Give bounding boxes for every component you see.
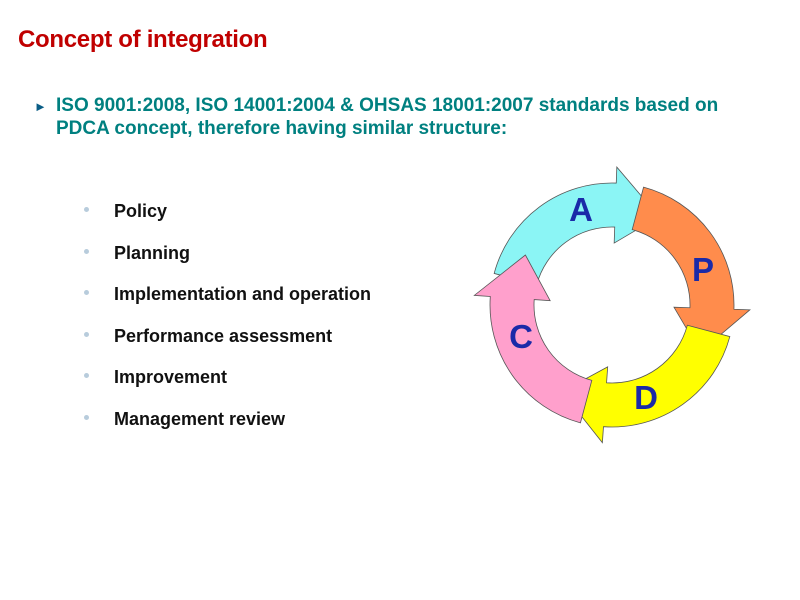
pdca-cycle-diagram: A P D C xyxy=(473,166,751,444)
list-item-label: Improvement xyxy=(114,367,228,387)
pdca-label-check: C xyxy=(509,318,533,355)
bullet-dot-icon xyxy=(84,331,89,337)
list-item-label: Performance assessment xyxy=(114,325,333,346)
list-item-label: Management review xyxy=(114,408,286,429)
bullet-dot-icon xyxy=(84,248,89,254)
pdca-arrow-check xyxy=(473,254,593,424)
list-item-label: Implementation and operation xyxy=(114,284,372,304)
pdca-arrow-act xyxy=(493,166,660,286)
bullet-dot-icon xyxy=(84,207,89,212)
bullet-dot-icon xyxy=(84,414,89,420)
list-item: Improvement xyxy=(84,364,371,406)
pdca-arrow-plan xyxy=(631,186,751,353)
structure-list: Policy Planning Implementation and opera… xyxy=(84,198,371,447)
list-item: Policy xyxy=(84,198,371,240)
lead-text: ISO 9001:2008, ISO 14001:2004 & OHSAS 18… xyxy=(56,95,719,139)
list-item: Implementation and operation xyxy=(84,281,371,323)
pdca-label-plan: P xyxy=(692,251,714,288)
list-item-label: Planning xyxy=(114,242,190,263)
pdca-arrow-do xyxy=(561,324,731,444)
list-item: Management review xyxy=(84,406,371,448)
list-item: Performance assessment xyxy=(84,323,371,365)
pdca-label-act: A xyxy=(569,191,593,228)
triangle-bullet-icon: ► xyxy=(34,99,47,114)
bullet-dot-icon xyxy=(84,373,89,378)
bullet-dot-icon xyxy=(84,290,89,295)
list-item-label: Policy xyxy=(114,201,168,221)
pdca-label-do: D xyxy=(634,379,658,416)
list-item: Planning xyxy=(84,240,371,282)
page-title: Concept of integration xyxy=(18,26,268,53)
lead-paragraph: ► ISO 9001:2008, ISO 14001:2004 & OHSAS … xyxy=(34,94,754,140)
